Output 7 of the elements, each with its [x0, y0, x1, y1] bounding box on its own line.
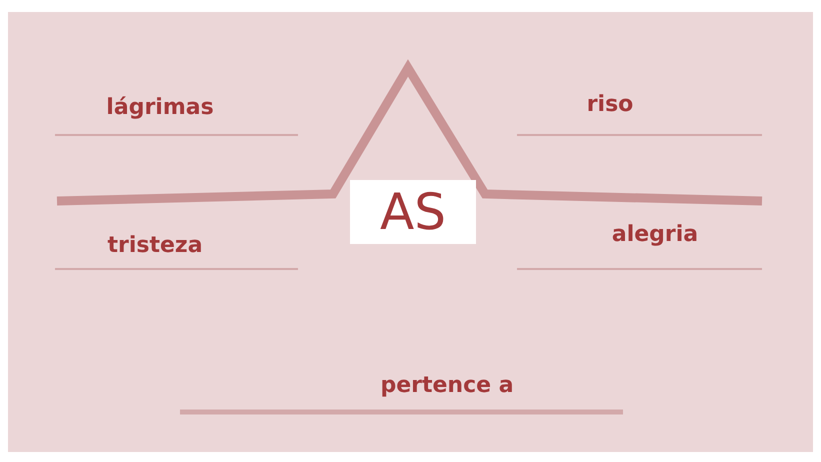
answer-word: tristeza: [107, 233, 203, 258]
word-box: [350, 180, 476, 244]
answer-word: pertence a: [380, 373, 514, 398]
answer-word: riso: [586, 92, 634, 117]
answer-word: alegria: [612, 222, 698, 247]
answer-word: lágrimas: [106, 95, 214, 120]
word-text: AS: [380, 183, 446, 241]
